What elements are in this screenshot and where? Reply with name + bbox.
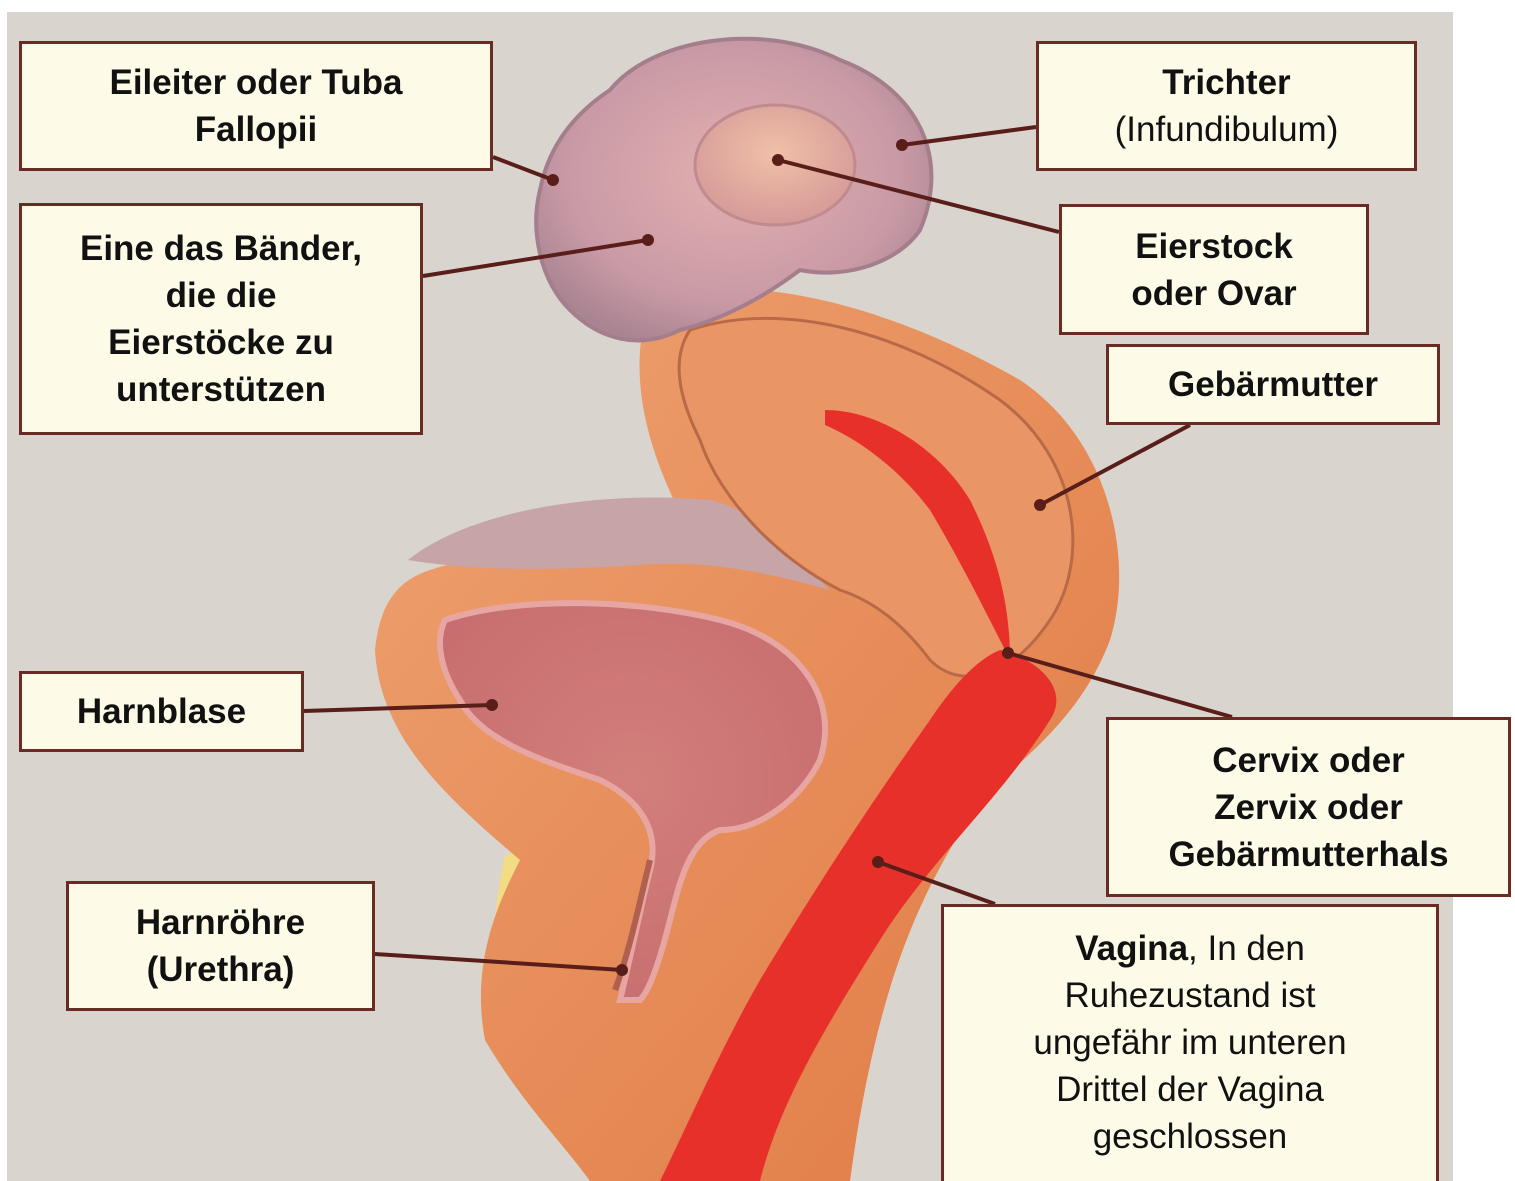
label-line: die die [166,272,277,319]
label-line: oder Ovar [1131,270,1296,317]
pin-cervix [1002,647,1014,659]
label-line: (Infundibulum) [1115,106,1339,153]
label-line: (Urethra) [147,946,295,993]
label-infundibulum: Trichter (Infundibulum) [1036,41,1417,171]
vagina-text: , In den [1188,929,1305,968]
label-ovarian-ligaments: Eine das Bänder, die die Eierstöcke zu u… [19,203,423,435]
pin-eileiter [547,174,559,186]
label-urethra: Harnröhre (Urethra) [66,881,375,1011]
label-line: Trichter [1162,59,1290,106]
label-line: Cervix oder [1212,737,1405,784]
label-line: Eierstöcke zu [108,319,334,366]
label-line: Gebärmutter [1168,361,1378,408]
label-bladder: Harnblase [19,671,304,752]
label-line: ungefähr im unteren [1033,1019,1346,1066]
label-line: Eileiter oder Tuba [109,59,402,106]
label-line: Harnröhre [136,899,305,946]
pin-eierstock [772,154,784,166]
label-vagina: Vagina, In den Ruhezustand ist ungefähr … [941,904,1439,1181]
label-line: Drittel der Vagina [1056,1066,1324,1113]
label-line: Harnblase [77,688,246,735]
label-fallopian-tube: Eileiter oder Tuba Fallopii [19,41,493,171]
pin-trichter [896,139,908,151]
pin-baender [642,234,654,246]
label-line: Eierstock [1135,223,1293,270]
pin-gebaermutter [1034,499,1046,511]
label-line: Fallopii [195,106,318,153]
label-line: Zervix oder [1214,784,1403,831]
label-line: Gebärmutterhals [1168,831,1448,878]
pin-harnroehre [616,964,628,976]
label-ovary: Eierstock oder Ovar [1059,204,1369,335]
label-line: Ruhezustand ist [1065,972,1316,1019]
label-cervix: Cervix oder Zervix oder Gebärmutterhals [1106,717,1511,897]
label-uterus: Gebärmutter [1106,344,1440,425]
pin-vagina [872,856,884,868]
label-line: unterstützen [116,366,326,413]
label-line: geschlossen [1093,1113,1288,1160]
vagina-term: Vagina [1075,929,1188,968]
pin-harnblase [486,699,498,711]
label-line: Eine das Bänder, [80,225,362,272]
label-line: Vagina, In den [1075,925,1305,972]
